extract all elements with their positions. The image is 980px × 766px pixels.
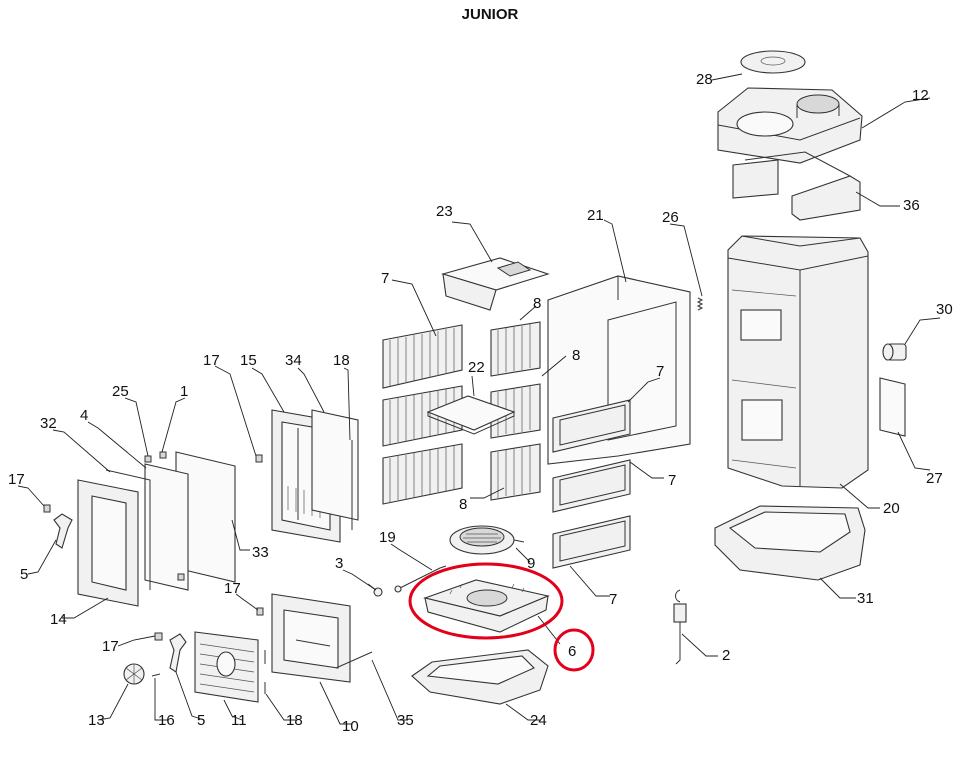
- part-10-lower-door: [271, 593, 351, 683]
- callout-17-lower-left: 17: [102, 638, 119, 655]
- highlight-circle-label-6: [553, 628, 595, 672]
- callout-8-upper: 8: [533, 295, 541, 312]
- callout-4: 4: [80, 407, 88, 424]
- callout-11: 11: [231, 712, 247, 729]
- callout-21: 21: [587, 207, 604, 224]
- part-34-glass: [311, 409, 359, 521]
- part-14-door-frame: [77, 479, 139, 607]
- callout-23: 23: [436, 203, 453, 220]
- callout-25: 25: [112, 383, 129, 400]
- callout-6: 6: [568, 643, 576, 660]
- part-32-gasket: [105, 469, 151, 590]
- callout-33: 33: [252, 544, 269, 561]
- callout-17-left: 17: [8, 471, 25, 488]
- part-17-screw-b: [43, 504, 51, 513]
- part-5-handle-a: [53, 513, 73, 549]
- part-17-screw-d: [154, 632, 163, 641]
- callout-17-lower-right: 17: [224, 580, 241, 597]
- callout-10: 10: [342, 718, 359, 735]
- callout-8-lower: 8: [459, 496, 467, 513]
- part-7-grates-right: [552, 399, 631, 569]
- callout-7-upper-left: 7: [381, 270, 389, 287]
- part-27-plate: [879, 377, 906, 437]
- callout-18-lower: 18: [286, 712, 303, 729]
- part-17-screw-c: [256, 607, 264, 616]
- callout-15: 15: [240, 352, 257, 369]
- part-12-top-plate: [717, 87, 863, 164]
- callout-7-right-lower: 7: [609, 591, 617, 608]
- callout-36: 36: [903, 197, 920, 214]
- part-36-brackets: [732, 151, 861, 221]
- callout-1: 1: [180, 383, 188, 400]
- callout-5-left: 5: [20, 566, 28, 583]
- callout-12: 12: [912, 87, 929, 104]
- callout-34: 34: [285, 352, 302, 369]
- part-16-pin: [151, 673, 161, 677]
- part-5-handle-b: [169, 633, 187, 673]
- callout-2: 2: [722, 647, 730, 664]
- callout-26: 26: [662, 209, 679, 226]
- callout-22: 22: [468, 359, 485, 376]
- callout-8-middle: 8: [572, 347, 580, 364]
- part-23-deflector: [441, 257, 550, 311]
- callout-5-lower: 5: [197, 712, 205, 729]
- callout-19: 19: [379, 529, 396, 546]
- callout-28: 28: [696, 71, 713, 88]
- part-24-ash-pan: [411, 649, 549, 705]
- part-4-glass: [144, 463, 189, 591]
- leader-lines: [17, 73, 941, 725]
- callout-17-upper: 17: [203, 352, 220, 369]
- callout-20: 20: [883, 500, 900, 517]
- diagram-title: JUNIOR: [461, 6, 519, 23]
- part-31-base: [714, 505, 866, 581]
- callout-labels: 28 12 36 23 21 26 30 27 20 31 2 7 8 8 22…: [8, 71, 953, 735]
- callout-9: 9: [527, 555, 535, 572]
- part-26-spring: [696, 297, 704, 311]
- callout-7-right-middle: 7: [668, 472, 676, 489]
- highlight-ellipse-part-6: [408, 562, 564, 640]
- highlight-marks: [408, 562, 595, 672]
- part-9-grate: [449, 525, 525, 555]
- callout-32: 32: [40, 415, 57, 432]
- callout-14: 14: [50, 611, 67, 628]
- part-22-baffle: [426, 395, 516, 435]
- part-20-body: [727, 235, 869, 489]
- callout-30: 30: [936, 301, 953, 318]
- callout-16: 16: [158, 712, 175, 729]
- part-13-knob: [123, 663, 145, 685]
- part-19-rod: [394, 565, 447, 593]
- part-11-lower-front: [194, 631, 259, 703]
- callout-27: 27: [926, 470, 943, 487]
- callout-7-right-upper: 7: [656, 363, 664, 380]
- callout-3: 3: [335, 555, 343, 572]
- part-7-8-liners: [382, 321, 541, 505]
- callout-13: 13: [88, 712, 105, 729]
- part-28-lid: [740, 50, 806, 74]
- part-30-connector: [882, 343, 907, 361]
- callout-35: 35: [397, 712, 414, 729]
- part-6-grate-frame: [423, 579, 550, 633]
- part-17-screw-a: [255, 454, 263, 463]
- callout-31: 31: [857, 590, 874, 607]
- part-35-rod: [335, 651, 373, 669]
- part-2-thermostat: [673, 589, 687, 665]
- callout-24: 24: [530, 712, 547, 729]
- callout-18-upper: 18: [333, 352, 350, 369]
